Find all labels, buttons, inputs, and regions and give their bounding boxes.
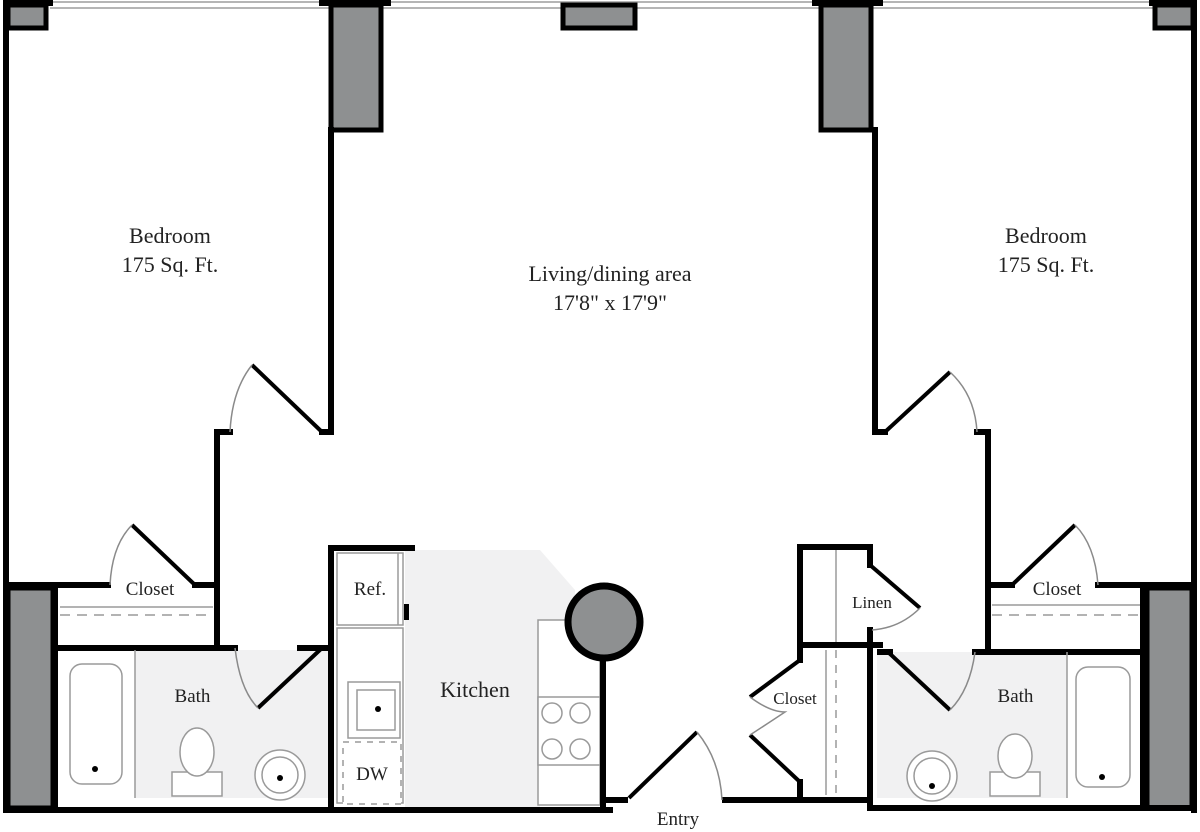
door-leaves <box>130 363 1077 800</box>
toilet-bowl-icon <box>997 733 1033 779</box>
room-name: Closet <box>1032 579 1082 600</box>
round-column-icon <box>564 582 644 662</box>
toilet-bowl-icon <box>179 727 215 777</box>
room-name: Bath <box>174 686 211 707</box>
dishwasher-icon <box>342 741 402 805</box>
door-swings <box>109 364 1099 801</box>
room-name: Closet <box>125 579 175 600</box>
kitchen-fixtures <box>336 552 601 806</box>
bath-left-label: Bath <box>155 685 230 710</box>
dishwasher-label: DW <box>343 763 401 788</box>
refrigerator-label: Ref. <box>340 578 400 603</box>
entry-label: Entry <box>640 808 716 832</box>
bathtub-icon <box>1075 666 1131 788</box>
walls <box>3 0 1197 813</box>
room-name: Bedroom <box>1005 223 1087 248</box>
right-bath-fixtures <box>906 652 1131 802</box>
appliance-name: DW <box>356 764 388 785</box>
room-name: Kitchen <box>440 677 510 702</box>
closet-entry-label: Closet <box>757 688 833 710</box>
bedroom-right-label: Bedroom 175 Sq. Ft. <box>976 222 1116 279</box>
kitchen-label: Kitchen <box>415 676 535 705</box>
wet-area-fills <box>135 550 1067 808</box>
closet-left-label: Closet <box>110 578 190 603</box>
closet-right-label: Closet <box>1017 578 1097 603</box>
room-name: Bath <box>997 686 1034 707</box>
room-name: Entry <box>656 809 700 830</box>
room-name: Living/dining area <box>528 261 692 286</box>
bath-right-label: Bath <box>978 685 1053 710</box>
room-name: Bedroom <box>129 223 211 248</box>
room-area: 175 Sq. Ft. <box>121 251 219 277</box>
bathtub-icon <box>69 663 123 785</box>
refrigerator-icon <box>336 552 404 626</box>
bedroom-left-label: Bedroom 175 Sq. Ft. <box>100 222 240 279</box>
closet-shelves <box>60 550 1140 795</box>
appliance-name: Ref. <box>353 579 387 600</box>
fridge-handle-icon <box>404 604 409 620</box>
room-dimensions: 17'8" x 17'9" <box>553 289 667 315</box>
room-area: 175 Sq. Ft. <box>997 251 1095 277</box>
living-dining-label: Living/dining area 17'8" x 17'9" <box>490 260 730 317</box>
room-name: Linen <box>852 593 892 612</box>
room-name: Closet <box>773 689 817 708</box>
linen-label: Linen <box>838 592 906 614</box>
